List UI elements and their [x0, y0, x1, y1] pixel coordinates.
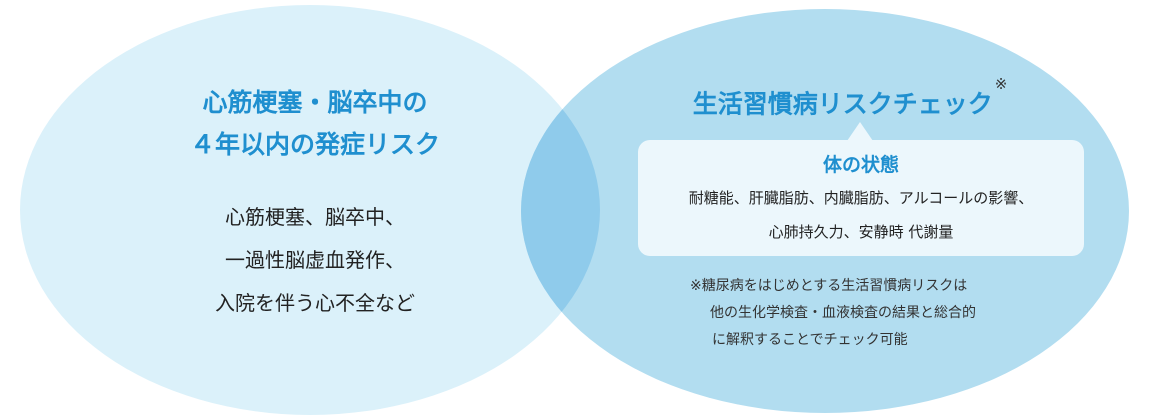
right-title-note-mark: ※	[994, 75, 1008, 93]
right-title: 生活習慣病リスクチェック※	[630, 75, 1070, 122]
right-title-text: 生活習慣病リスクチェック	[692, 89, 993, 119]
left-title-line2: ４年以内の発症リスク	[189, 130, 440, 159]
box-title: 体の状態	[822, 154, 899, 176]
left-body-line2: 一過性脳虚血発作、	[225, 248, 405, 272]
left-body-line1: 心筋梗塞、脳卒中、	[225, 205, 405, 229]
body-condition-box: 体の状態 耐糖能、肝臓脂肪、内臓脂肪、アルコールの影響、 心肺持久力、安静時 代…	[638, 140, 1084, 256]
callout-pointer	[847, 122, 873, 141]
left-title-line1: 心筋梗塞・脳卒中の	[202, 88, 428, 117]
footnote-line1: ※糖尿病をはじめとする生活習慣病リスクは	[690, 278, 968, 294]
left-circle	[20, 5, 600, 415]
footnote-line2: 他の生化学検査・血液検査の結果と総合的	[710, 305, 976, 321]
footnote: ※糖尿病をはじめとする生活習慣病リスクは 他の生化学検査・血液検査の結果と総合的…	[690, 273, 976, 354]
box-line1: 耐糖能、肝臓脂肪、内臓脂肪、アルコールの影響、	[688, 189, 1034, 207]
left-body: 心筋梗塞、脳卒中、 一過性脳虚血発作、 入院を伴う心不全など	[100, 196, 530, 325]
plus-icon	[8, 8, 52, 52]
box-line2: 心肺持久力、安静時 代謝量	[768, 223, 954, 241]
footnote-line3: に解釈することでチェック可能	[712, 332, 908, 348]
left-body-line3: 入院を伴う心不全など	[215, 291, 415, 315]
left-title: 心筋梗塞・脳卒中の ４年以内の発症リスク	[100, 82, 530, 166]
